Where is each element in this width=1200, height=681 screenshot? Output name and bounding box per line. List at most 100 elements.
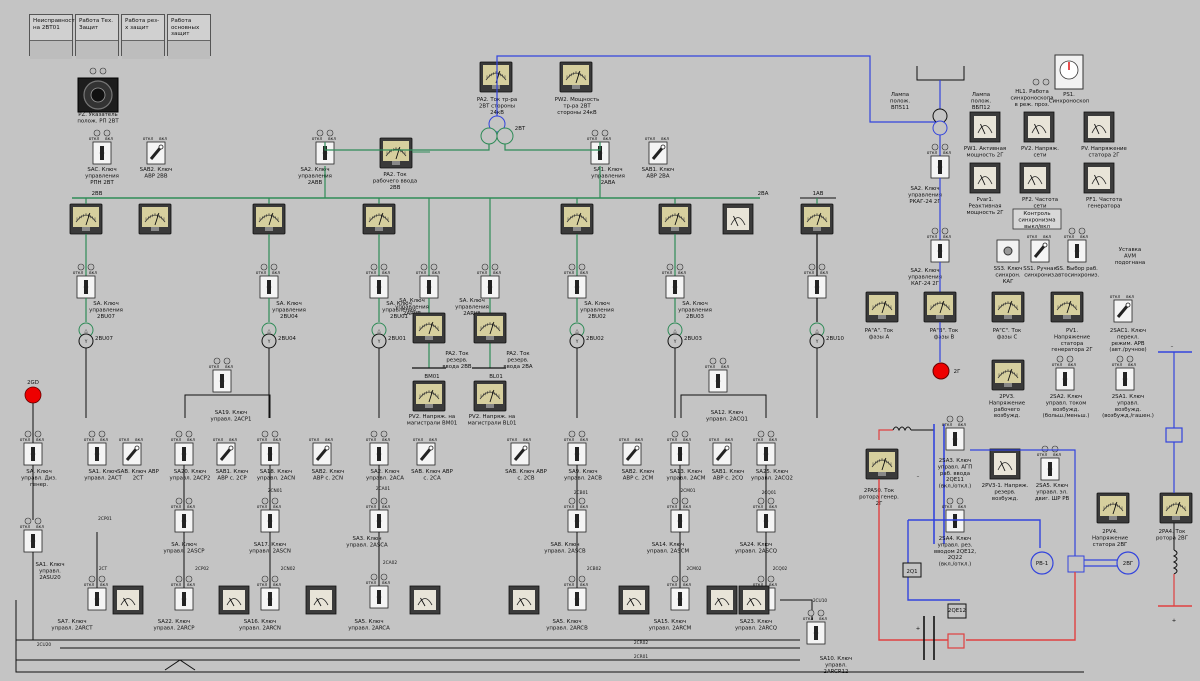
control-switch[interactable] [369,442,389,466]
control-switch[interactable] [23,442,43,466]
sa-2arvv-switch[interactable] [419,275,439,299]
alarm-tile-2vt01[interactable]: Неисправность на 2ВТ01 [29,14,78,59]
sa1-2ava-switch[interactable] [590,141,610,165]
ss1-switch[interactable] [1030,239,1050,263]
sa10-switch[interactable] [806,621,826,645]
section-switch[interactable] [807,275,827,299]
switch-off-label: откл [256,271,267,276]
section-transformer: △Y [569,322,585,349]
control-switch[interactable] [87,442,107,466]
indicator-lamp [818,263,826,271]
label: 2BU10 [826,336,845,342]
indicator-lamp [941,227,949,235]
indicator-lamp [98,575,106,583]
indicator-lamp [24,430,32,438]
indicator-lamp [681,575,689,583]
control-switch[interactable] [260,442,280,466]
sa2-rkag-switch[interactable] [930,155,950,179]
pv2-meter [1023,111,1055,143]
sync-control-button[interactable] [1012,208,1062,230]
switch-off-label: откл [927,151,938,156]
sa7-switch[interactable] [87,587,107,611]
control-switch[interactable] [670,587,690,611]
sa-2arva-switch[interactable] [480,275,500,299]
indicator-lamp [261,430,269,438]
sect-switch-2[interactable] [567,509,587,533]
pa4-meter [1159,492,1193,524]
switch-off-label: откл [564,505,575,510]
control-switch[interactable] [369,585,389,609]
indicator-lamp [601,129,609,137]
sa19-switch[interactable] [212,369,232,393]
sa2-vozb-switch[interactable] [1055,367,1075,391]
sect-switch-2[interactable] [670,509,690,533]
tie-line [680,394,767,418]
sa4-switch[interactable] [945,509,965,533]
switch-off-label: откл [705,365,716,370]
section-switch[interactable] [76,275,96,299]
breaker-2q1 [902,562,922,578]
section-meter [560,203,594,235]
section-meter [800,203,834,235]
sab1-switch[interactable] [648,141,668,165]
sab2-switch[interactable] [146,141,166,165]
section-meter [658,203,692,235]
avr-switch[interactable] [510,442,530,466]
avr-switch[interactable] [312,442,332,466]
switch-on-label: вкл [1080,235,1088,240]
switch-on-label: вкл [943,151,951,156]
control-switch[interactable] [260,587,280,611]
avr-switch[interactable] [416,442,436,466]
switch-off-label: откл [20,438,31,443]
sa1-vozb-switch[interactable] [1115,367,1135,391]
ss-switch[interactable] [1067,239,1087,263]
switch-on-label: вкл [36,525,44,530]
switch-off-label: откл [804,271,815,276]
sa1-2asu20-switch[interactable] [23,529,43,553]
pv-meter [1083,111,1115,143]
indicator-lamp [1032,78,1040,86]
sa3-switch[interactable] [945,427,965,451]
switch-off-label: откл [416,271,427,276]
avr-switch[interactable] [122,442,142,466]
avr-switch[interactable] [622,442,642,466]
control-switch[interactable] [174,587,194,611]
sect-switch-2[interactable] [369,509,389,533]
svg-text:Y: Y [673,339,677,345]
sa2-kag-switch[interactable] [930,239,950,263]
section-switch[interactable] [567,275,587,299]
avr-switch[interactable] [216,442,236,466]
sa5-switch[interactable] [1040,457,1060,481]
alarm-tile-reserve[interactable]: Работа рез-х защит [121,14,165,59]
control-switch[interactable] [670,442,690,466]
sac-switch[interactable] [92,141,112,165]
alarm-tile-main[interactable]: Работа основных защит [167,14,211,59]
sect-switch-2[interactable] [174,509,194,533]
sect-switch-2[interactable] [756,509,776,533]
sect-switch-2[interactable] [260,509,280,533]
avr-switch[interactable] [712,442,732,466]
label: 2CB01 [574,490,588,496]
control-switch[interactable] [567,587,587,611]
alarm-tile-tech[interactable]: Работа Тех. Защит [75,14,119,59]
sa12-switch[interactable] [708,369,728,393]
section-switch[interactable] [259,275,279,299]
svg-text:Y: Y [267,339,271,345]
pa2-rva-meter [473,312,507,344]
section-switch[interactable] [369,275,389,299]
section-switch[interactable] [665,275,685,299]
control-switch[interactable] [567,442,587,466]
indicator-lamp [260,263,268,271]
control-switch[interactable] [756,442,776,466]
sac1-switch[interactable] [1113,299,1133,323]
indicator-lamp [1078,227,1086,235]
label: 2CQ02 [773,566,788,572]
control-switch[interactable] [174,442,194,466]
